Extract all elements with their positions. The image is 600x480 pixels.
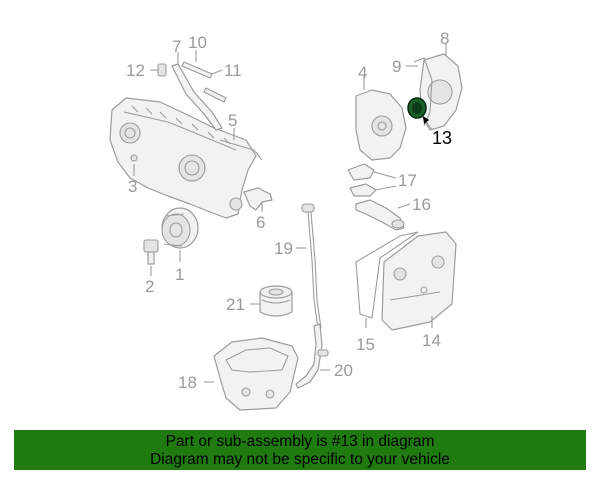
parts-diagram: 1 2 3 4 5 6 7 8 9 10 11 12 13 14 15 16 1…: [109, 29, 463, 411]
banner-line-1: Part or sub-assembly is #13 in diagram: [165, 433, 435, 450]
callout-16: 16: [412, 195, 431, 214]
info-banner: Part or sub-assembly is #13 in diagram D…: [14, 430, 586, 470]
part-15-pan-gasket: [355, 231, 419, 319]
part-13-seal-highlighted: [407, 97, 427, 119]
part-7-gasket: [171, 63, 223, 131]
callout-17: 17: [398, 171, 417, 190]
part-16-breather-pipe: [355, 199, 405, 231]
callout-11: 11: [224, 61, 242, 80]
callout-2: 2: [145, 277, 154, 296]
callout-5: 5: [228, 111, 237, 130]
callout-13-highlighted: 13: [432, 128, 452, 148]
callout-7: 7: [172, 37, 181, 56]
arrowhead-13: [423, 116, 429, 124]
part-6-bracket: [243, 187, 273, 211]
part-14-oil-pan: [381, 231, 457, 331]
callout-3: 3: [128, 177, 137, 196]
part-9-gasket: [413, 57, 433, 127]
callout-14: 14: [422, 331, 441, 350]
part-21-oil-filter: [259, 285, 293, 317]
part-4-rear-cover: [355, 89, 407, 161]
part-18-lower-oil-pan: [213, 337, 299, 411]
callout-15: 15: [356, 335, 375, 354]
part-3-timing-cover: [109, 97, 257, 219]
part-20-dipstick-tube: [295, 323, 329, 389]
callout-20: 20: [334, 361, 353, 380]
callout-21: 21: [226, 295, 245, 314]
callout-18: 18: [178, 373, 197, 392]
callout-labels: 1 2 3 4 5 6 7 8 9 10 11 12 13 14 15 16 1…: [126, 29, 452, 392]
callout-4: 4: [358, 63, 367, 82]
part-5-gasket: [219, 139, 263, 161]
callout-6: 6: [256, 213, 265, 232]
part-12-seal: [157, 63, 167, 77]
part-10-gasket: [181, 61, 213, 79]
callout-1: 1: [175, 265, 184, 284]
part-17-valves: [347, 163, 377, 197]
callout-10: 10: [188, 33, 207, 52]
part-1-crank-pulley: [161, 207, 199, 249]
callout-19: 19: [274, 239, 293, 258]
callout-12: 12: [126, 61, 145, 80]
callout-9: 9: [392, 57, 401, 76]
leader-lines: [133, 44, 447, 383]
banner-line-2: Diagram may not be specific to your vehi…: [150, 451, 450, 468]
part-2-bolt: [143, 239, 159, 265]
callout-8: 8: [440, 29, 449, 48]
part-19-dipstick: [301, 203, 322, 329]
part-11-gasket: [203, 87, 227, 103]
